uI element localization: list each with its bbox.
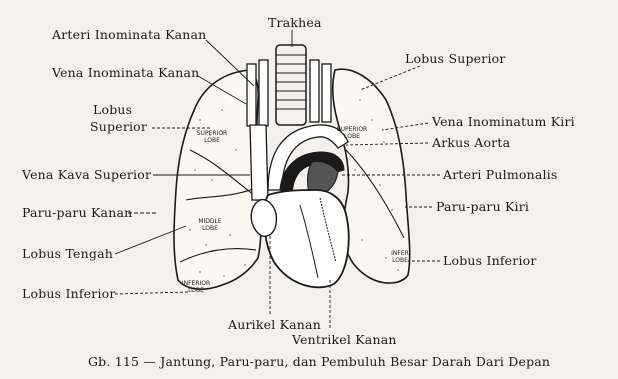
trachea [276, 45, 306, 125]
lobe-text: LOBE [190, 225, 230, 232]
lobe-text: INFERIOR [176, 280, 216, 287]
heart [264, 190, 349, 287]
label-lobus-inferior-right: Lobus Inferior [443, 254, 537, 268]
label-paru-paru-kanan: Paru-paru Kanan [22, 206, 132, 220]
lobe-text: SUPERIOR [332, 126, 372, 133]
label-lobus-superior-left-1: Lobus [93, 103, 132, 117]
label-lobus-superior-right: Lobus Superior [405, 52, 506, 66]
label-aurikel-kanan: Aurikel Kanan [228, 318, 321, 332]
label-vena-inominatum-kiri: Vena Inominatum Kiri [432, 115, 575, 129]
label-arteri-pulmonalis: Arteri Pulmonalis [443, 168, 558, 182]
right-auricle [251, 200, 276, 237]
label-lobus-tengah: Lobus Tengah [22, 247, 113, 261]
lobe-text: SUPERIOR [192, 130, 232, 137]
label-lobus-inferior-left: Lobus Inferior [22, 287, 116, 301]
lobe-text: LOBE [176, 287, 216, 294]
label-vena-inominata-kanan: Vena Inominata Kanan [52, 66, 199, 80]
label-arkus-aorta: Arkus Aorta [432, 136, 510, 150]
superior-vena-cava [250, 125, 268, 200]
left-vessel-2 [322, 64, 331, 122]
right-innominate-vein [247, 64, 256, 126]
label-arteri-inominata-kanan: Arteri Inominata Kanan [52, 28, 206, 42]
label-trakhea: Trakhea [268, 16, 322, 30]
lobe-text: LOBE [192, 137, 232, 144]
lobe-text: INFER [385, 250, 415, 257]
left-vessel-1 [310, 60, 319, 122]
label-ventrikel-kanan: Ventrikel Kanan [292, 333, 397, 347]
lobe-text: LOBE [385, 257, 415, 264]
label-paru-paru-kiri: Paru-paru Kiri [436, 200, 529, 214]
right-innominate-artery [259, 60, 268, 126]
lobe-text: LOBE [332, 133, 372, 140]
figure-caption: Gb. 115 — Jantung, Paru-paru, dan Pembul… [88, 354, 550, 369]
lobe-text: MIDDLE [190, 218, 230, 225]
label-lobus-superior-left-2: Superior [90, 120, 147, 134]
label-vena-kava-superior: Vena Kava Superior [22, 168, 151, 182]
